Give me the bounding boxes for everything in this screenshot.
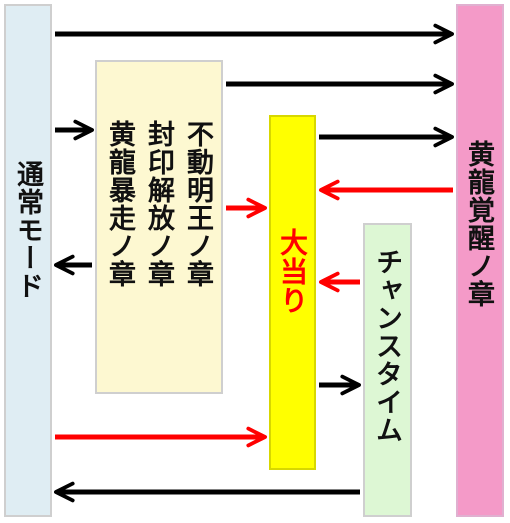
jackpot-label: 大当り (276, 228, 309, 315)
chapter-seal-label: 封印解放ノ章 (143, 120, 174, 288)
chapter-fudo-label: 不動明王ノ章 (182, 120, 213, 288)
normal-mode-box (4, 4, 52, 517)
awakening-box (456, 4, 504, 517)
awakening-label: 黄龍覚醒ノ章 (463, 140, 494, 308)
chapter-rampage-label: 黄龍暴走ノ章 (104, 120, 135, 288)
jackpot-box (269, 115, 316, 470)
chapters-box (95, 60, 223, 394)
normal-mode-label: 通常モード (12, 160, 43, 300)
chance-time-label: チャンスタイム (371, 248, 402, 444)
chance-time-box (363, 223, 412, 517)
